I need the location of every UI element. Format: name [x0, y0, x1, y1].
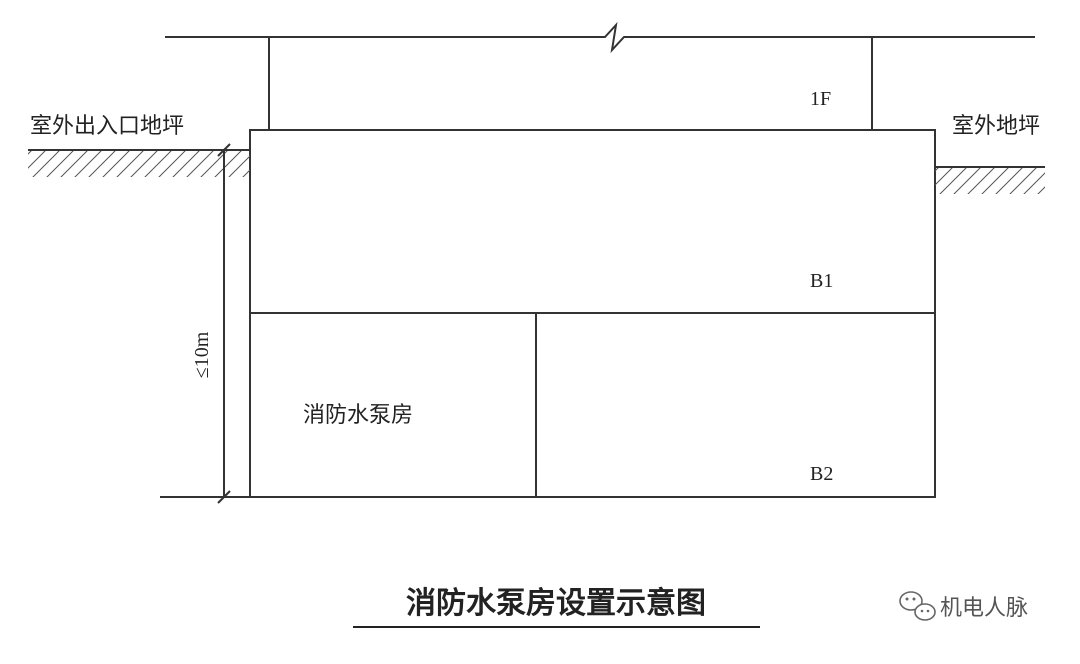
pump-room-label: 消防水泵房 [303, 403, 413, 428]
diagram-title: 消防水泵房设置示意图 [406, 586, 706, 621]
right-ground-hatch [935, 168, 1045, 194]
floor-b2-label: B2 [810, 463, 833, 485]
wechat-icon [899, 591, 936, 621]
first-floor-top-line [165, 21, 1035, 54]
depth-dimension [160, 143, 250, 504]
left-ground-hatch [28, 151, 250, 177]
floor-1f-label: 1F [810, 88, 831, 110]
floor-b1-label: B1 [810, 270, 833, 292]
outdoor-entrance-ground-label: 室外出入口地坪 [30, 114, 184, 139]
outdoor-ground-label: 室外地坪 [952, 114, 1040, 139]
depth-limit-label: ≤10m [191, 331, 213, 378]
watermark-text: 机电人脉 [940, 596, 1028, 621]
